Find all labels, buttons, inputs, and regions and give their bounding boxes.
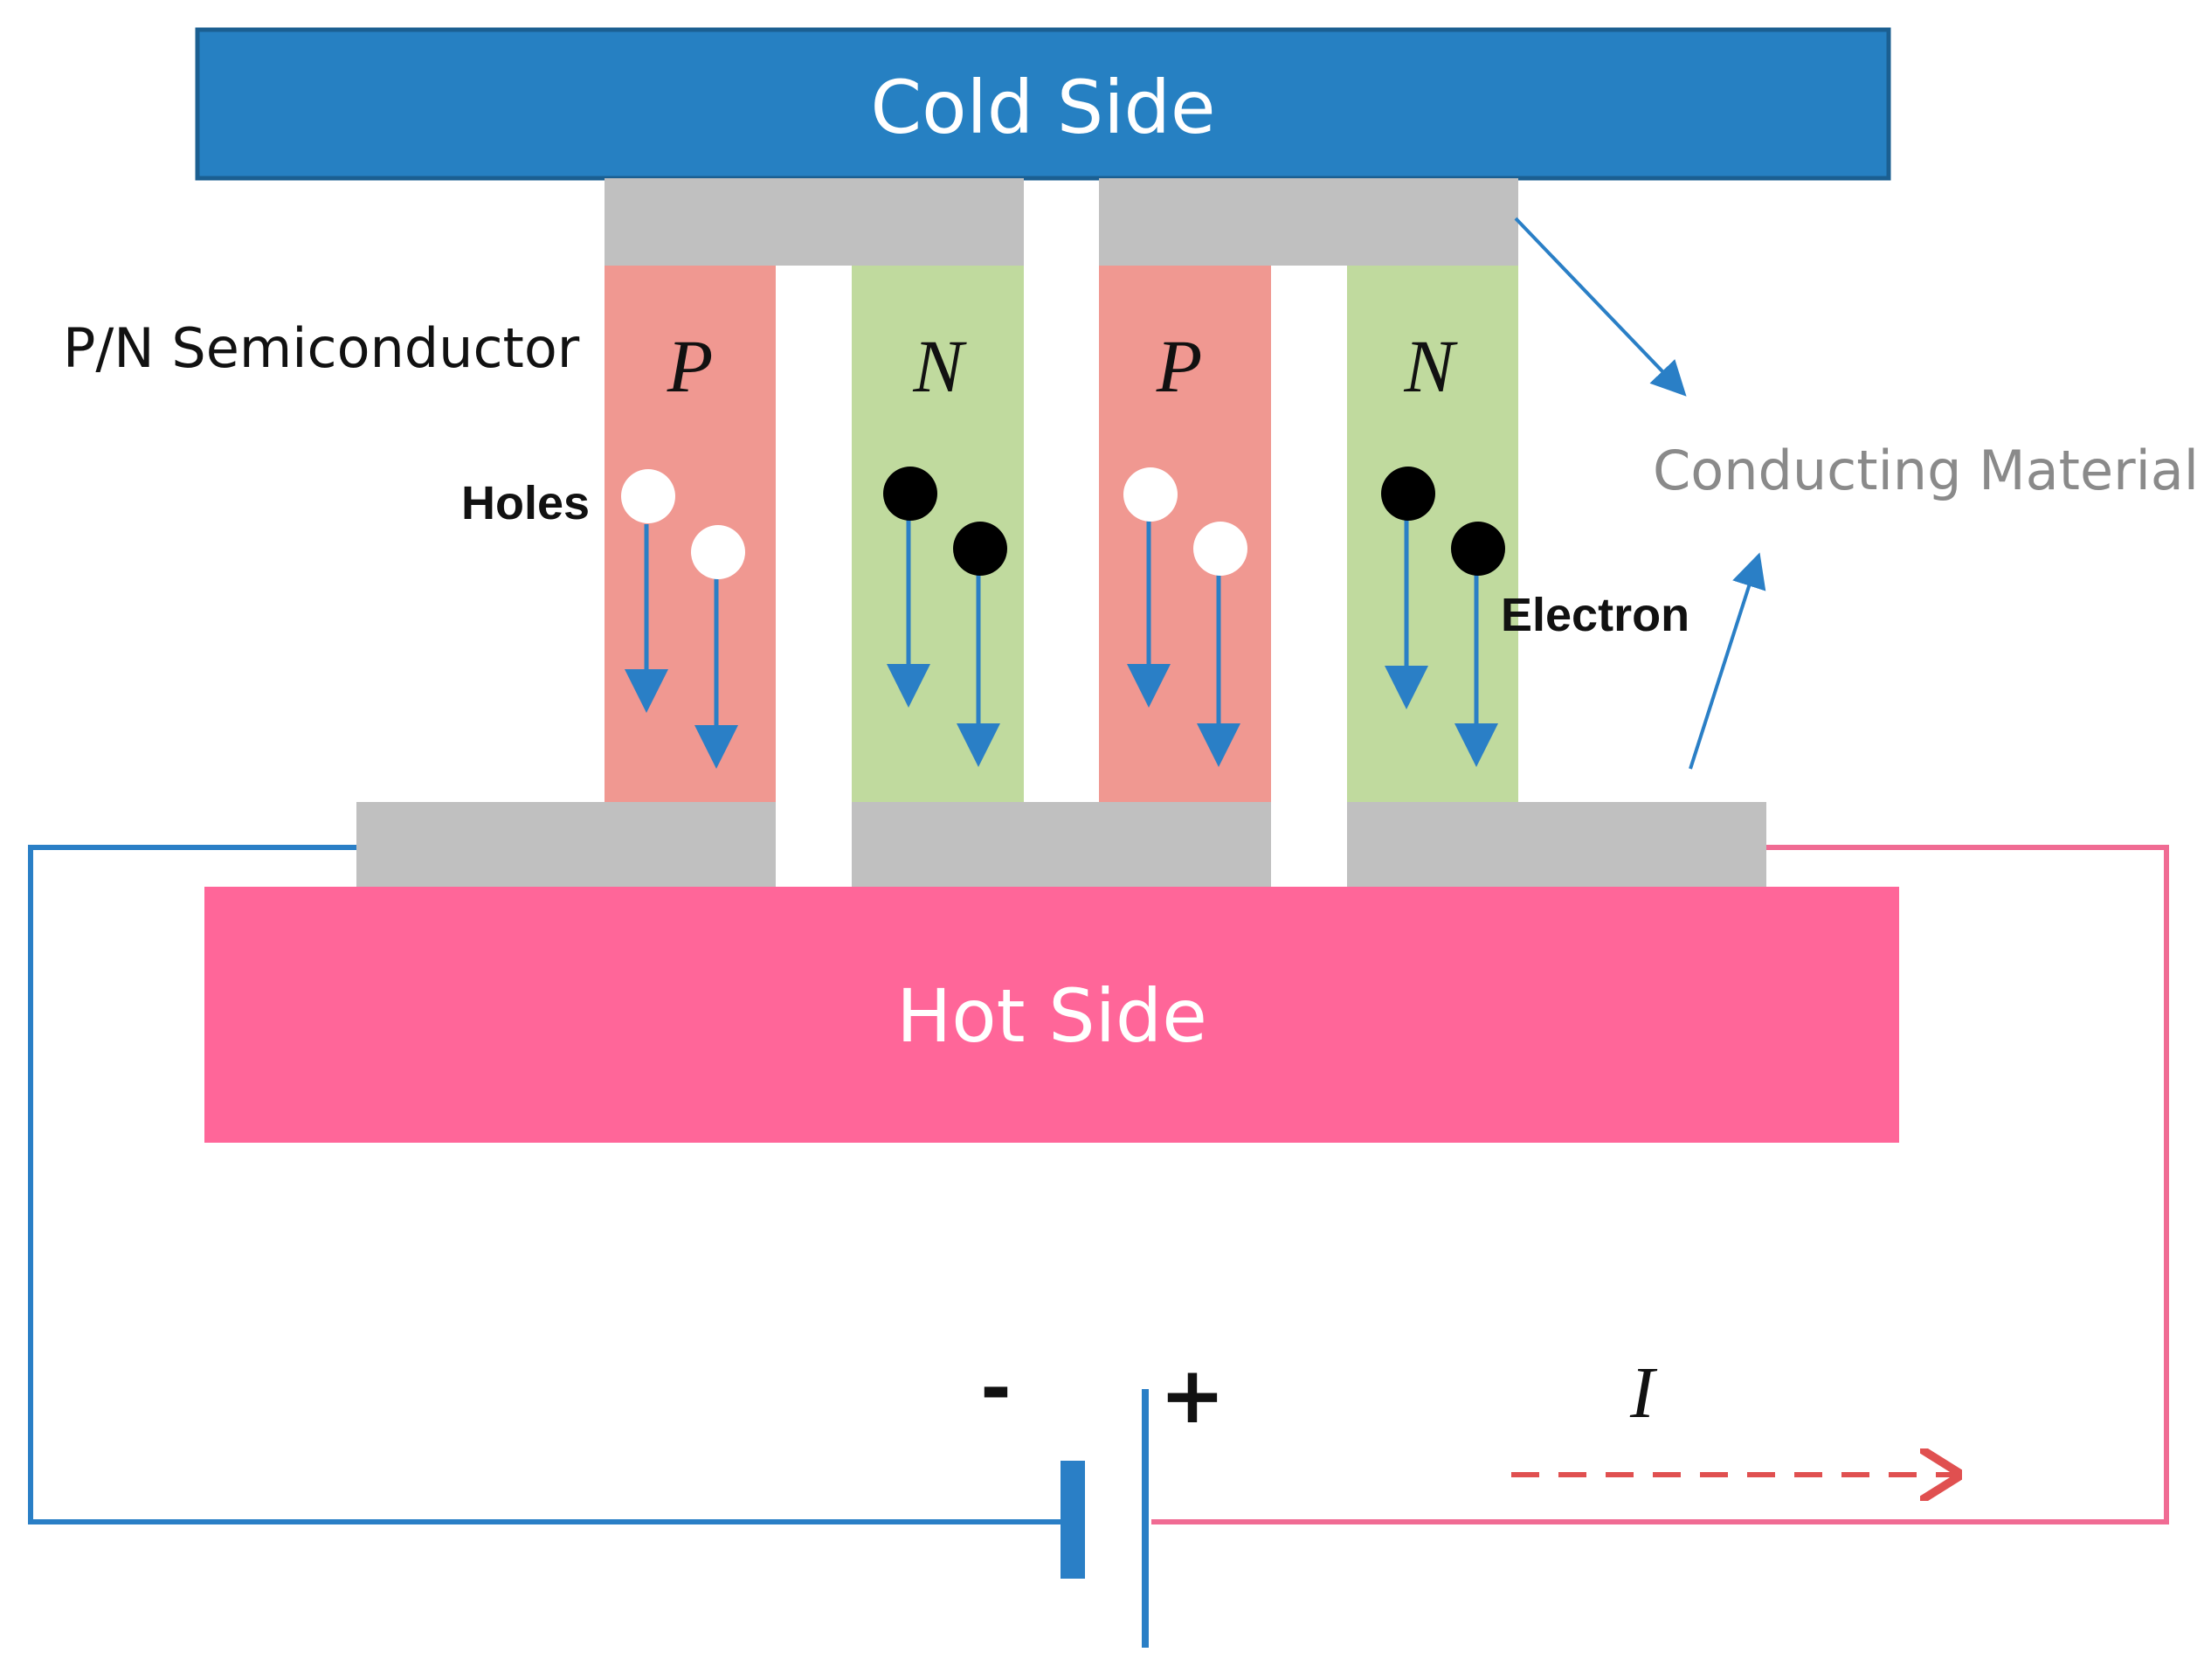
bottom-conductor-3	[1347, 802, 1766, 889]
hot-side-label: Hot Side	[896, 973, 1207, 1059]
conducting-pointer-arrow-top	[1514, 217, 1687, 397]
hot-side-plate	[204, 887, 1899, 1143]
leg-label-p-1: P	[667, 324, 714, 408]
wire-negative	[28, 845, 1061, 1524]
leg-label-p-2: P	[1156, 324, 1203, 408]
top-conductor-2	[1099, 178, 1518, 266]
bottom-conductor-2	[852, 802, 1271, 889]
current-label: I	[1629, 1352, 1658, 1434]
electron-carrier	[1381, 467, 1435, 521]
hole-carrier	[1123, 467, 1178, 522]
electron-carrier	[953, 522, 1007, 576]
conducting-material-label: Conducting Material	[1653, 439, 2199, 502]
semiconductor-label: P/N Semiconductor	[63, 316, 580, 380]
cold-side-label: Cold Side	[870, 65, 1215, 150]
top-conductor-1	[605, 178, 1024, 266]
conducting-pointer-arrow-bottom	[1689, 552, 1766, 770]
cold-side-plate	[195, 27, 1891, 181]
hole-carrier	[1193, 522, 1247, 576]
leg-label-n-1: N	[912, 324, 967, 408]
hole-carrier	[621, 469, 675, 523]
electron-carrier	[883, 467, 937, 521]
battery-minus-label: -	[980, 1345, 1012, 1432]
electron-carrier	[1451, 522, 1505, 576]
hole-carrier	[691, 525, 745, 579]
electron-label: Electron	[1501, 589, 1689, 641]
leg-label-n-2: N	[1403, 324, 1458, 408]
battery-plus-label: +	[1159, 1350, 1225, 1441]
wire-positive	[1151, 845, 2169, 1524]
battery-positive-plate	[1142, 1389, 1149, 1648]
holes-label: Holes	[461, 477, 590, 529]
bottom-conductor-1	[356, 802, 776, 889]
battery-negative-plate	[1061, 1461, 1085, 1579]
